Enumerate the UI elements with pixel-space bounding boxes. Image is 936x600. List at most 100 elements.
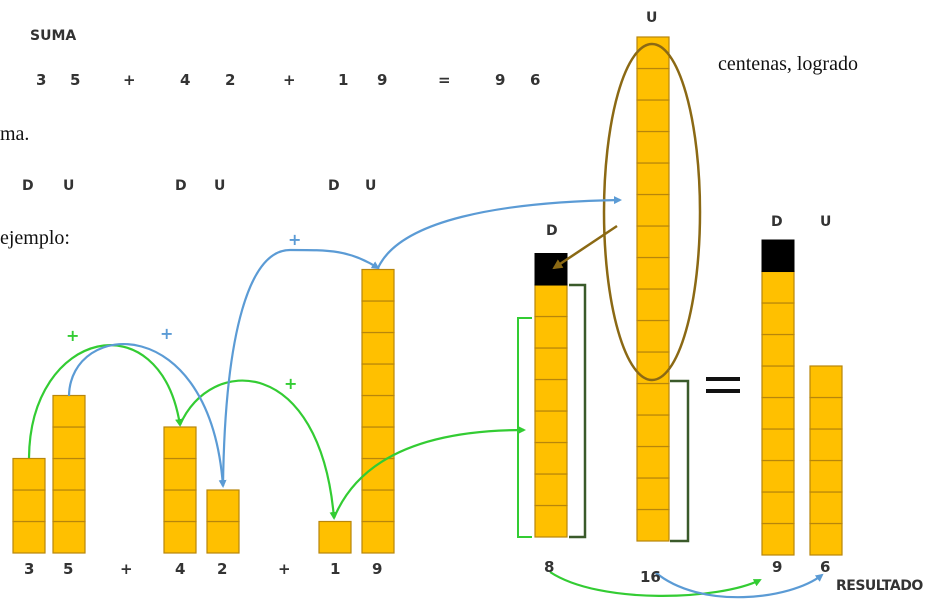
green-arrow-8-to-9 — [549, 571, 762, 597]
column-label: 5 — [63, 560, 73, 578]
unit-block — [809, 428, 843, 462]
block-column-3 — [12, 457, 46, 554]
unit-block — [361, 363, 395, 397]
unit-block — [809, 365, 843, 399]
unit-block — [163, 457, 197, 491]
block-column-8 — [534, 253, 568, 538]
column-label: 8 — [544, 558, 554, 576]
unit-block — [761, 491, 795, 525]
suma-title: SUMA — [30, 28, 76, 44]
suma-digit: 5 — [70, 71, 80, 89]
unit-block — [206, 520, 240, 554]
unit-block — [163, 520, 197, 554]
unit-block — [318, 520, 352, 554]
unit-block — [636, 225, 670, 259]
unit-block — [361, 394, 395, 428]
grouping-ellipse — [602, 42, 702, 382]
column-label: 1 — [330, 560, 340, 578]
block-column-9 — [361, 268, 395, 554]
du-label-row: D U D U D U — [22, 178, 376, 194]
suma-digit: 9 — [377, 71, 387, 89]
unit-block — [636, 36, 670, 70]
column-label: 2 — [217, 560, 227, 578]
green-arrow-to-8 — [332, 426, 526, 519]
unit-block — [761, 270, 795, 304]
du-label: U — [365, 178, 376, 194]
block-column-5 — [52, 394, 86, 554]
plus-sign: + — [288, 230, 301, 249]
text-fragment-ma: ma. — [0, 123, 29, 145]
bottom-labels: 3 5 + 4 2 + 1 9 8 16 9 6 — [24, 558, 830, 586]
unit-block — [361, 520, 395, 554]
unit-block — [361, 489, 395, 523]
du-label: D — [328, 178, 340, 194]
unit-block — [534, 284, 568, 318]
suma-equation: 3 5 + 4 2 + 1 9 = 9 6 — [36, 71, 540, 89]
unit-block — [534, 504, 568, 538]
unit-block — [52, 394, 86, 428]
unit-block — [361, 300, 395, 334]
d-label-middle: D — [546, 223, 558, 239]
unit-block — [636, 382, 670, 416]
green-arrow-4-to-1 — [178, 379, 338, 520]
unit-block — [534, 441, 568, 475]
unit-block — [163, 489, 197, 523]
suma-digit: 2 — [225, 71, 235, 89]
suma-digit: 1 — [338, 71, 348, 89]
unit-block — [809, 491, 843, 525]
unit-block — [636, 319, 670, 353]
unit-block — [361, 331, 395, 365]
operator-label: + — [278, 560, 291, 578]
column-label: 9 — [372, 560, 382, 578]
bracket-green — [517, 317, 532, 538]
unit-block — [636, 130, 670, 164]
text-fragment-ejemplo: ejemplo: — [0, 227, 70, 249]
suma-operator: + — [123, 71, 136, 89]
unit-block — [206, 489, 240, 523]
unit-block — [361, 268, 395, 302]
plus-sign: + — [160, 324, 173, 343]
bracket-dark-right — [670, 379, 690, 543]
unit-block — [636, 193, 670, 227]
unit-block — [636, 288, 670, 322]
unit-block — [534, 315, 568, 349]
column-label: 16 — [640, 568, 661, 586]
suma-operator: + — [283, 71, 296, 89]
equals-sign — [706, 377, 740, 393]
unit-block — [809, 522, 843, 556]
unit-block — [12, 457, 46, 491]
unit-block — [761, 428, 795, 462]
du-label: U — [63, 178, 74, 194]
unit-block — [761, 522, 795, 556]
text-fragment-centenas: centenas, logrado — [718, 53, 858, 75]
plus-sign: + — [66, 326, 79, 345]
block-column-1 — [318, 520, 352, 554]
suma-digit: 3 — [36, 71, 46, 89]
suma-digit: 6 — [530, 71, 540, 89]
blue-arrow-5-to-2 — [67, 343, 227, 488]
column-label: 6 — [820, 558, 830, 576]
unit-block — [636, 351, 670, 385]
unit-block — [636, 508, 670, 542]
column-label: 3 — [24, 560, 34, 578]
unit-block — [636, 162, 670, 196]
block-column-9-result — [761, 239, 795, 556]
unit-block — [809, 396, 843, 430]
resultado-label: RESULTADO — [836, 578, 923, 594]
unit-block — [809, 459, 843, 493]
unit-block — [12, 489, 46, 523]
unit-block — [761, 396, 795, 430]
u-label-result: U — [820, 214, 831, 230]
u-label-top: U — [646, 10, 657, 26]
bracket-dark-left — [569, 283, 587, 539]
unit-block — [361, 426, 395, 460]
unit-block — [636, 256, 670, 290]
block-column-2 — [206, 489, 240, 554]
blue-arrow-9-to-16 — [377, 196, 622, 269]
unit-block — [52, 520, 86, 554]
unit-block — [761, 459, 795, 493]
unit-block — [163, 426, 197, 460]
block-column-16 — [636, 36, 670, 542]
block-column-4 — [163, 426, 197, 554]
